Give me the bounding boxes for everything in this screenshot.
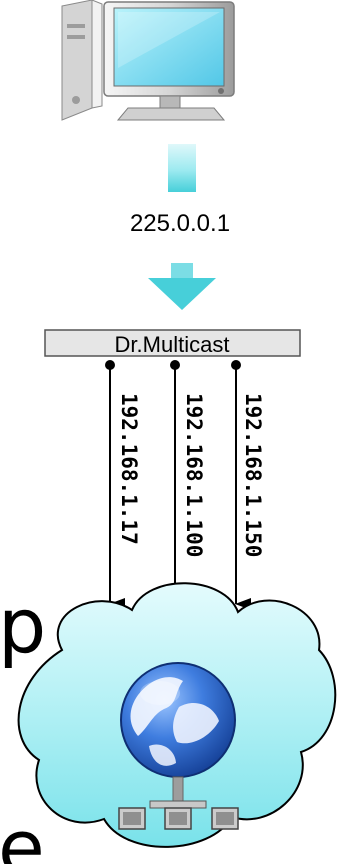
- globe-network-icon: [118, 662, 239, 830]
- unicast-address-3: 192.168.1.150: [241, 393, 265, 557]
- clipped-side-text-bottom: e: [0, 803, 45, 864]
- proxy-box: [44, 329, 301, 357]
- multicast-stream-arrow: [148, 144, 216, 310]
- clipped-side-text-top: p: [0, 581, 46, 670]
- link-start-dot-1: [105, 360, 115, 370]
- unicast-links: 192.168.1.17 192.168.1.100 192.168.1.150: [105, 360, 265, 610]
- desktop-computer-icon: [61, 0, 235, 121]
- unicast-address-1: 192.168.1.17: [117, 393, 141, 545]
- link-start-dot-2: [170, 360, 180, 370]
- proxy-label: Dr.Multicast: [115, 332, 230, 357]
- multicast-address-label: 225.0.0.1: [130, 210, 230, 237]
- unicast-address-2: 192.168.1.100: [182, 393, 206, 557]
- link-start-dot-3: [231, 360, 241, 370]
